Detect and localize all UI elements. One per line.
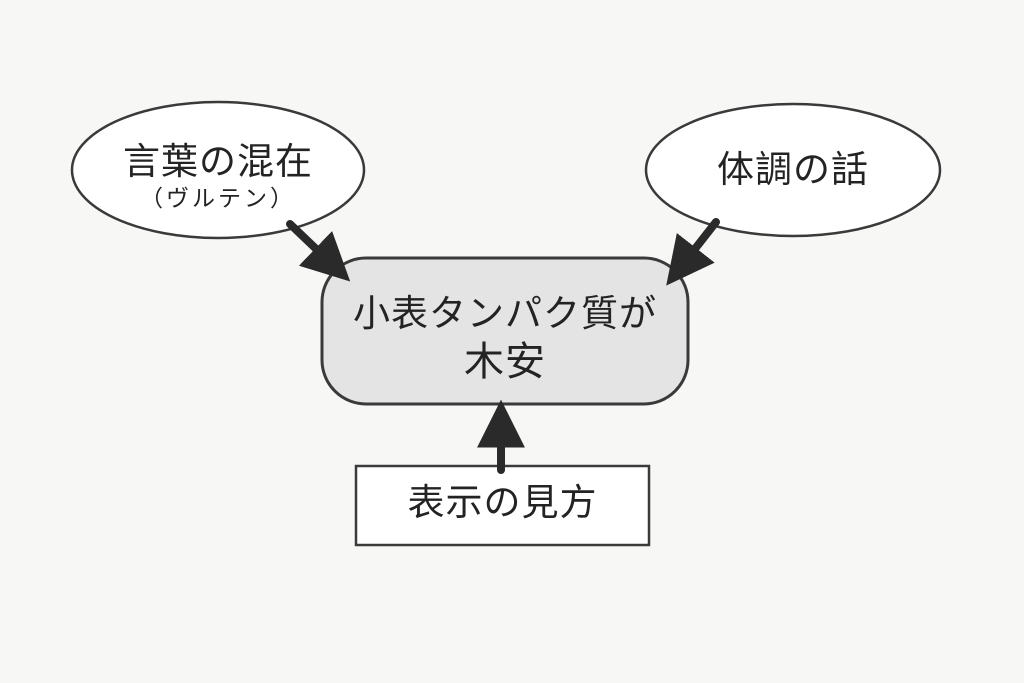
right-ellipse-title: 体調の話 [717,148,869,191]
left-ellipse-title: 言葉の混在 [123,140,313,183]
left-ellipse-node [70,100,366,240]
arrow-right-to-center [666,218,720,286]
left-ellipse-subtitle: （ヴルテン） [140,186,296,212]
bottom-box-node [354,464,651,547]
center-box-line1: 小表タンパク質が [353,292,657,335]
center-box-line2: 木安 [464,339,546,385]
bottom-box-title: 表示の見方 [407,481,598,524]
arrow-left-to-center [286,220,351,282]
right-ellipse-node [644,102,942,238]
